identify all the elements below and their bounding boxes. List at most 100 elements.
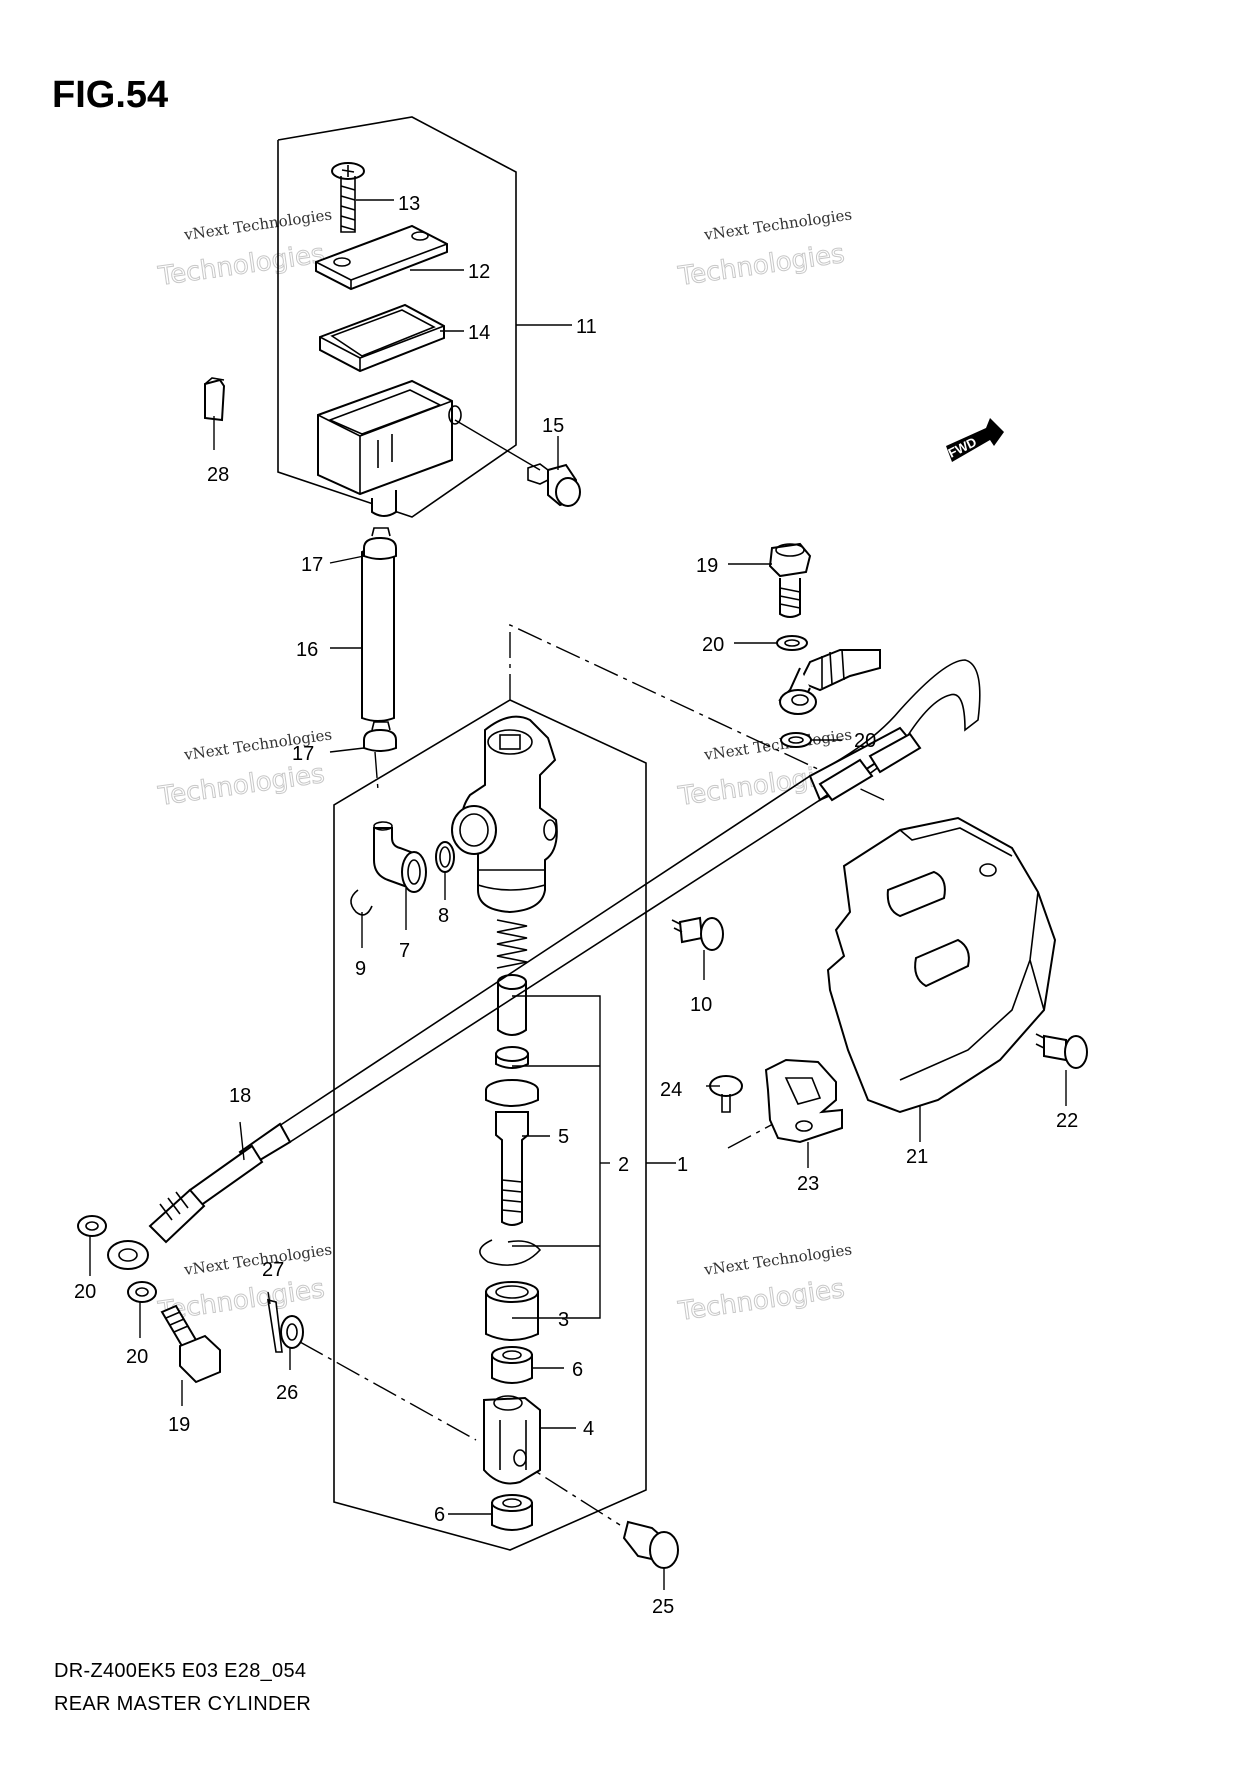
banjo-bolt-19-left [160,1304,221,1384]
callout-3: 3 [558,1309,569,1331]
clamp-17-bottom [363,721,397,752]
leader-lines [89,199,1067,1590]
callout-22: 22 [1056,1110,1078,1132]
reservoir-body [317,379,462,517]
callout-17-bottom: 17 [292,743,314,765]
callout-2: 2 [618,1154,629,1176]
master-cylinder-guard-21 [826,816,1057,1114]
o-ring-8-inner [439,846,451,868]
primary-cup [495,1046,529,1069]
master-cylinder-outline [333,699,647,1551]
pin-25 [622,1520,679,1569]
hose-guard-sleeve [818,732,922,802]
fwd-label: FWD [946,434,979,460]
diaphragm-14 [319,303,445,373]
washer-20-left-top [77,1215,107,1237]
bracket-23 [764,1058,843,1144]
callout-7: 7 [399,940,410,962]
callout-12: 12 [468,261,490,283]
clamp-17-top [363,527,397,560]
nut-6-upper [491,1346,533,1384]
watermark-text: Technologies [676,239,847,292]
watermark-text: Technologies [156,759,327,812]
callout-1: 1 [677,1154,688,1176]
reservoir-cap-12 [315,224,448,291]
callout-27: 27 [262,1259,284,1281]
reservoir-assembly-outline [277,116,517,518]
callout-numbers: 1 2 3 4 5 6 6 7 8 9 10 11 12 13 14 15 16… [74,193,1078,1618]
callout-20-left-bottom: 20 [126,1346,148,1368]
cylinder-body [451,715,558,914]
callout-10: 10 [690,994,712,1016]
callout-19-left: 19 [168,1414,190,1436]
spring [496,919,528,969]
washer-20-left-bottom [127,1281,157,1303]
callout-20-mid: 20 [854,730,876,752]
dash-line [299,1341,477,1441]
callout-17-top: 17 [301,554,323,576]
washer-20-top [776,635,808,651]
washer-20-top-inner [784,639,800,647]
figure-title: FIG.54 [52,74,169,116]
diagram-caption: REAR MASTER CYLINDER [54,1693,312,1715]
callout-25: 25 [652,1596,674,1618]
hose-16 [361,547,395,722]
washer-26 [280,1315,304,1349]
callout-19-top: 19 [696,555,718,577]
screw-24 [709,1075,743,1113]
snap-ring [479,1239,542,1266]
callout-18: 18 [229,1085,251,1107]
callout-6-lower: 6 [434,1504,445,1526]
label-tag-28 [204,377,226,422]
model-code: DR-Z400EK5 E03 E28_054 [54,1660,307,1682]
callout-24: 24 [660,1079,682,1101]
callout-6-upper: 6 [572,1359,583,1381]
callout-9: 9 [355,958,366,980]
watermark-text: vNext Technologies [702,725,853,764]
callout-21: 21 [906,1146,928,1168]
callout-28: 28 [207,464,229,486]
watermark-text: vNext Technologies [702,205,853,244]
screw-22 [1035,1033,1088,1069]
callout-5: 5 [558,1126,569,1148]
washer-20-left-bottom-inner [135,1287,149,1297]
callout-15: 15 [542,415,564,437]
callout-20-top: 20 [702,634,724,656]
callout-4: 4 [583,1418,594,1440]
washer-20-left-top-inner [85,1221,99,1231]
callout-26: 26 [276,1382,298,1404]
union-7 [373,821,427,893]
callout-11: 11 [576,316,597,338]
watermark-text: Technologies [156,239,327,292]
screw-13 [331,162,365,233]
callout-8: 8 [438,905,449,927]
piston-cup [497,974,527,1036]
watermark-text: vNext Technologies [702,1240,853,1279]
callout-16: 16 [296,639,318,661]
washer-20-mid-inner [788,736,804,744]
clevis-4 [483,1395,541,1485]
nut-6-lower [491,1494,533,1531]
circlip-9 [350,889,373,916]
piston-5 [485,1079,539,1226]
cotter-pin-27 [267,1298,283,1353]
callout-20-left-top: 20 [74,1281,96,1303]
screw-10 [671,916,724,951]
brake-hose-top-fitting [778,649,881,715]
washer-20-mid [780,732,812,748]
dash-line [509,623,885,801]
dash-line [374,751,379,791]
fwd-arrow-badge: FWD [946,418,1004,462]
callout-14: 14 [468,322,490,344]
banjo-bolt-19-top [768,542,812,618]
callout-13: 13 [398,193,420,215]
watermark-text: vNext Technologies [182,1240,333,1279]
boot-3 [485,1281,539,1341]
washer-26-inner [286,1323,298,1341]
watermark-text: Technologies [676,1274,847,1327]
watermark-text: vNext Technologies [182,205,333,244]
bolt-15 [527,463,581,507]
callout-23: 23 [797,1173,819,1195]
